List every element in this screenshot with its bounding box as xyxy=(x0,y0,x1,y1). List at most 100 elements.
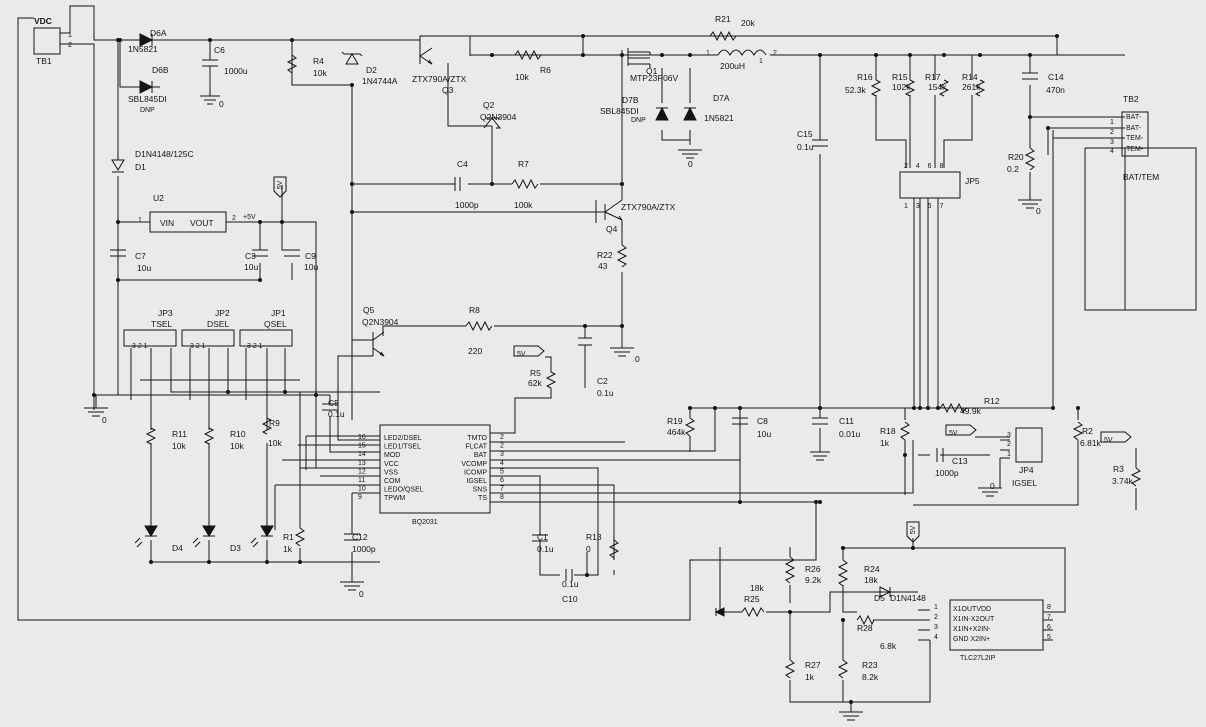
label-c12: C12 xyxy=(352,532,368,542)
label-d6b-part: SBL845DI xyxy=(128,94,167,104)
label-qsel: QSEL xyxy=(264,319,287,329)
label-c11: C11 xyxy=(839,416,854,426)
label-tb1: TB1 xyxy=(36,56,52,66)
label-r11-val: 10k xyxy=(172,441,186,451)
tlc-pin-right: 7 xyxy=(1047,614,1051,621)
label-d5-part: D1N4148 xyxy=(890,593,926,603)
d2-zener-symbol xyxy=(341,51,363,65)
bq2031-pin-number: 7 xyxy=(500,486,504,493)
r4-resistor-symbol xyxy=(286,54,298,74)
label-r7-val: 100k xyxy=(514,200,533,210)
label-vdc: VDC xyxy=(34,16,52,26)
r17-resistor-symbol xyxy=(938,79,950,97)
label-c12-val: 1000p xyxy=(352,544,376,554)
bq2031-pin-number: 5 xyxy=(500,468,504,475)
tlc-pin-right: 5 xyxy=(1047,634,1051,641)
tlc-pin-left: 2 xyxy=(934,614,938,621)
jp4-jumper-box xyxy=(1015,427,1043,463)
label-c13: C13 xyxy=(952,456,968,466)
wires xyxy=(17,5,1197,712)
r6-resistor-symbol xyxy=(514,49,542,61)
label-tsel: TSEL xyxy=(151,319,173,329)
bq2031-pin-name: TS xyxy=(478,495,487,502)
bq2031-pin-name: TMTO xyxy=(467,435,487,442)
label-c7-val: 10u xyxy=(137,263,151,273)
bq2031-pin-number: 14 xyxy=(358,451,366,458)
bq2031-pin-name: FLCAT xyxy=(465,444,487,451)
jp1-jumper-box xyxy=(239,329,293,347)
label-r8: R8 xyxy=(469,305,480,315)
label-q4: Q4 xyxy=(606,224,618,234)
label-r25-val: 18k xyxy=(750,583,764,593)
q3-transistor-symbol xyxy=(419,47,433,65)
label-d6b: D6B xyxy=(152,65,169,75)
label-l1-p2: 2 xyxy=(773,50,777,57)
label-r9-val: 10k xyxy=(268,438,282,448)
bq2031-pin-name: BAT xyxy=(474,452,488,459)
label-r26-val: 9.2k xyxy=(805,575,822,585)
u2-regulator-box xyxy=(149,211,227,233)
c14-capacitor-symbol xyxy=(1022,72,1038,80)
label-c5-val: 0.1u xyxy=(328,409,345,419)
ic-pin-labels: LED2/DSEL16LED1/TSEL15MOD14VCC13VSS12COM… xyxy=(358,434,1051,662)
label-gnd0-b: 0 xyxy=(102,415,107,425)
c1-capacitor-symbol xyxy=(532,534,548,542)
r9-resistor-symbol xyxy=(261,417,273,435)
label-gnd0-g: 0 xyxy=(635,354,640,364)
label-r3: R3 xyxy=(1113,464,1124,474)
label-d1: D1 xyxy=(135,162,146,172)
supply-tag-text: 5V xyxy=(517,351,526,358)
label-r28-val: 6.8k xyxy=(880,641,897,651)
label-d6a-part: 1N5821 xyxy=(128,44,158,54)
label-jp4-3: 3 xyxy=(1007,432,1011,439)
c12-capacitor-symbol xyxy=(344,533,360,541)
label-q5: Q5 xyxy=(363,305,375,315)
pins-jp3-pins: 3 2 1 xyxy=(132,343,148,350)
label-r5-val: 62k xyxy=(528,378,542,388)
label-gnd0-f: 0 xyxy=(359,589,364,599)
label-l1-val: 200uH xyxy=(720,61,745,71)
d6b-diode-symbol xyxy=(139,80,154,94)
r5-resistor-symbol xyxy=(545,371,557,389)
r3-resistor-symbol xyxy=(1130,467,1142,487)
label-tb2-2: BAT- xyxy=(1126,125,1142,132)
label-r2-val: 6.81k xyxy=(1080,438,1102,448)
d3-led-symbol xyxy=(192,525,216,548)
supply-tag-text: 5V xyxy=(1104,437,1113,444)
label-l1-p1b: 1 xyxy=(759,58,763,65)
label-q2: Q2 xyxy=(483,100,495,110)
label-r9: R9 xyxy=(269,418,280,428)
bq2031-pin-name: ICOMP xyxy=(464,469,487,476)
label-r4: R4 xyxy=(313,56,324,66)
tlc-pin-right: 8 xyxy=(1047,604,1051,611)
label-r14-val: 261k xyxy=(962,82,981,92)
label-r23-val: 8.2k xyxy=(862,672,879,682)
label-d6a: D6A xyxy=(150,28,167,38)
label-r16: R16 xyxy=(857,72,873,82)
label-jp1: JP1 xyxy=(271,308,286,318)
q5-transistor-symbol xyxy=(372,331,385,357)
r23-resistor-symbol xyxy=(837,659,849,679)
bq2031-pin-name: COM xyxy=(384,478,401,485)
label-gnd0-c: 0 xyxy=(688,159,693,169)
ground-c12-symbol xyxy=(340,581,364,591)
q4-transistor-symbol xyxy=(604,199,623,221)
r14-resistor-symbol xyxy=(974,79,986,97)
r16-resistor-symbol xyxy=(870,79,882,97)
supply-tag-5v-jp4: 5V xyxy=(945,424,977,437)
label-u2: U2 xyxy=(153,193,164,203)
junction-dots xyxy=(92,34,1080,704)
jp3-jumper-box xyxy=(123,329,177,347)
label-jp4: JP4 xyxy=(1019,465,1034,475)
label-l1-p1: 1 xyxy=(706,50,710,57)
c6-capacitor-symbol xyxy=(200,59,220,105)
components xyxy=(33,27,1149,721)
c5-capacitor-symbol xyxy=(322,403,338,411)
jp2-jumper-box xyxy=(181,329,235,347)
r20-resistor-symbol xyxy=(1024,147,1036,171)
bq2031-pin-number: 10 xyxy=(358,486,366,493)
c10-capacitor-symbol xyxy=(565,569,573,581)
bq2031-pin-name: MOD xyxy=(384,452,400,459)
ground-tlc-symbol xyxy=(839,711,863,721)
